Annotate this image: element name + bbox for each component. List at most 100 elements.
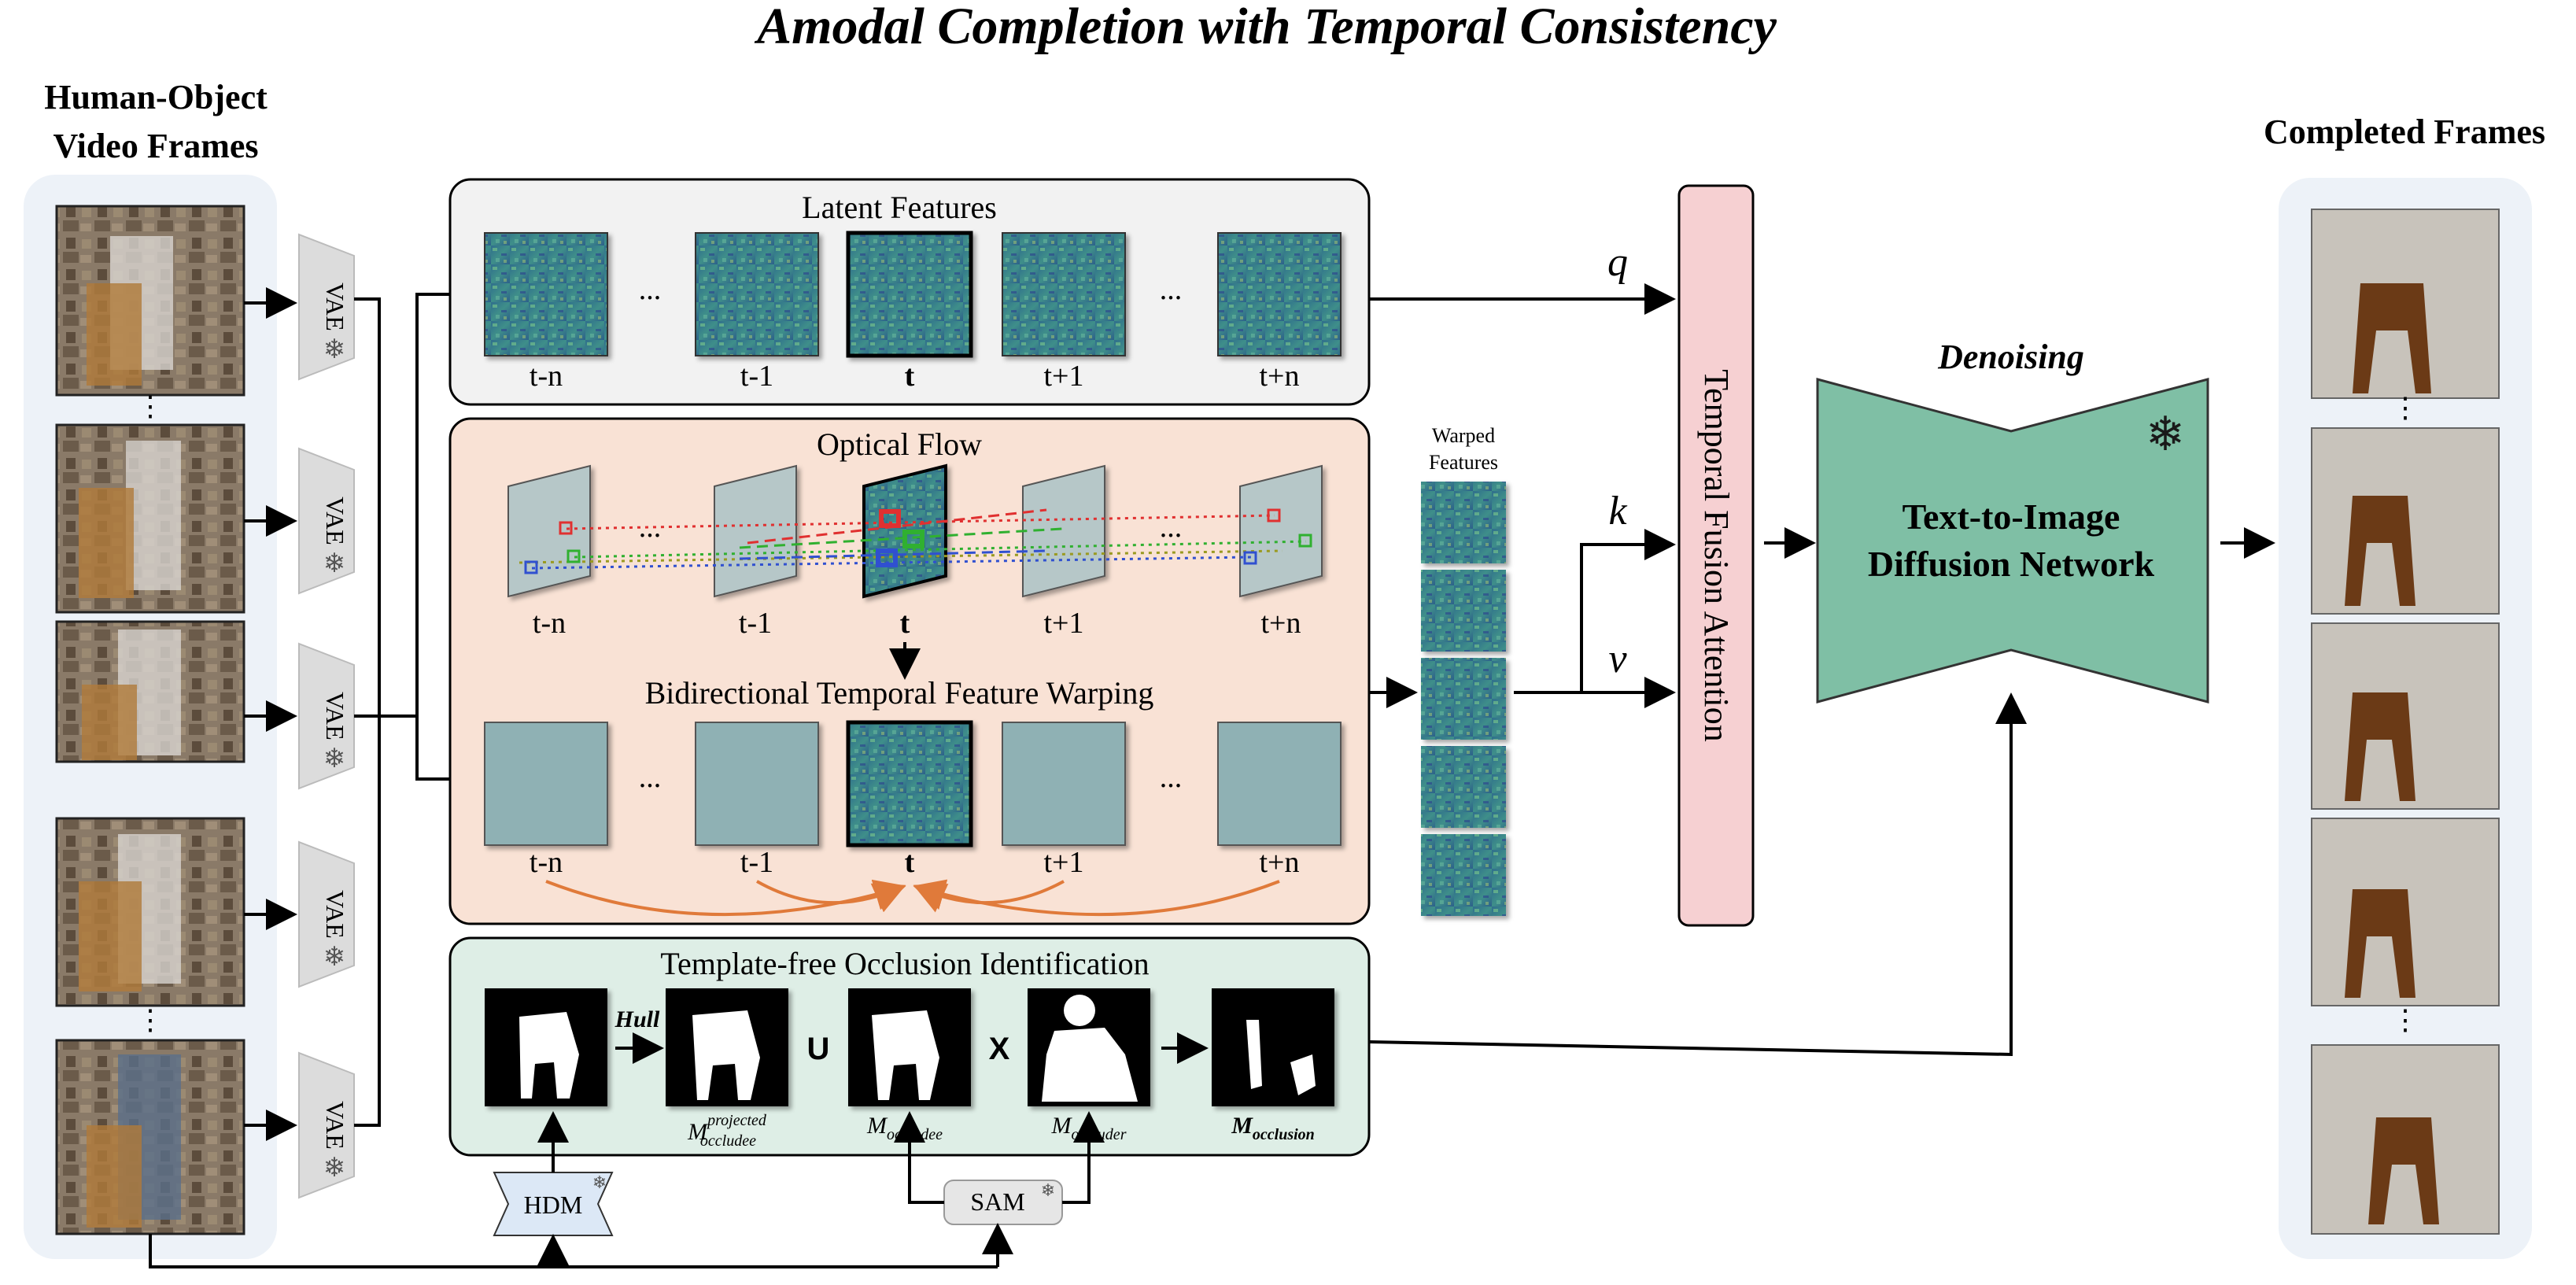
output-ellipsis-2: ⋮ [2391,1004,2419,1036]
flow-correspondences [519,508,1307,570]
input-frame-5 [55,1039,245,1235]
hdm-label: HDM [524,1191,583,1219]
vae-label-3: VAE [321,692,349,740]
optical-label-t: t [900,607,910,640]
flow-frame-t-1 [714,464,797,598]
warp-map-t-1 [695,722,819,846]
warping-ellipsis-1: ... [639,761,662,794]
warping-label-t: t [905,846,915,879]
output-frame-5 [2311,1044,2500,1235]
mask-projected-occludee [666,988,788,1106]
sam-block: SAM ❄ [943,1180,1063,1225]
mask-label-occlusion: Mocclusion [1231,1113,1315,1143]
latent-ellipsis-1: ... [639,273,662,306]
warped-feature-stack [1421,482,1506,916]
output-ellipsis-1: ⋮ [2391,392,2419,423]
latent-map-t-n [484,232,608,356]
input-frame-4 [55,817,245,1007]
times-symbol: X [989,1032,1010,1066]
sam-snowflake: ❄ [1041,1180,1055,1200]
output-label: Completed Frames [2264,113,2545,151]
optical-label-t-1: t-1 [739,607,772,640]
mask-occluder [1028,988,1150,1106]
occlusion-to-diffusion-arrow [1368,692,2027,1057]
q-label: q [1607,240,1628,285]
input-frame-3 [55,620,245,763]
denoising-label: Denoising [1937,338,2084,376]
optical-flow-title: Optical Flow [817,426,982,462]
warping-label-t+n: t+n [1260,846,1300,879]
latent-map-t+n [1217,232,1342,356]
diffusion-snowflake: ❄ [2146,408,2185,460]
vae-snowflake-2: ❄ [323,549,346,578]
hdm-snowflake: ❄ [592,1172,607,1192]
vae-block-4: VAE ❄ [298,840,355,988]
latent-label-t: t [905,360,915,393]
latent-label-t-1: t-1 [740,360,773,393]
output-frame-2 [2311,427,2500,615]
occlusion-masks [485,988,1334,1106]
warping-title: Bidirectional Temporal Feature Warping [645,675,1154,711]
warping-label-t-n: t-n [530,846,563,879]
latent-map-t [846,231,973,358]
hdm-sam-connectors [149,1111,1105,1268]
input-frame-2 [55,423,245,614]
warped-label-line2: Features [1429,451,1498,474]
flow-frame-t+1 [1022,464,1105,598]
diffusion-label-line1: Text-to-Image [1902,497,2120,537]
vae-label-4: VAE [321,890,349,939]
optical-label-t+n: t+n [1261,607,1301,640]
occlusion-title: Template-free Occlusion Identification [660,946,1149,981]
warp-map-t-n [484,722,608,846]
temporal-fusion-block [1677,184,1755,927]
vae-blocks: VAE ❄ VAE ❄ VAE ❄ VAE ❄ VAE ❄ [298,233,355,1199]
input-ellipsis-2: ⋮ [136,1004,164,1036]
input-ellipsis-1: ⋮ [136,390,164,422]
union-symbol: U [807,1032,830,1066]
sam-label: SAM [970,1187,1024,1216]
hdm-block: HDM ❄ [493,1172,614,1236]
vae-label-1: VAE [321,282,349,331]
warping-arcs [545,879,1280,917]
frame-to-vae-arrows [244,287,297,1141]
warped-label-line1: Warped [1432,424,1495,447]
flow-keypoints [524,508,1312,574]
optical-label-t-n: t-n [533,607,566,640]
vae-snowflake-4: ❄ [323,943,346,972]
input-label-line2: Video Frames [53,127,258,165]
latent-features-title: Latent Features [802,190,997,225]
input-label-line1: Human-Object [44,78,268,116]
latent-label-t+n: t+n [1260,360,1300,393]
vae-label-2: VAE [321,497,349,545]
vae-block-2: VAE ❄ [298,447,355,595]
optical-ellipsis-2: ... [1160,511,1183,544]
warp-map-t [846,720,973,847]
vae-snowflake-3: ❄ [323,744,346,774]
mask-occlusion [1212,988,1334,1106]
mask-occludee [848,988,971,1106]
latent-map-t-1 [695,232,819,356]
diagram-title: Amodal Completion with Temporal Consiste… [754,0,1777,55]
vae-block-5: VAE ❄ [298,1051,355,1199]
latent-ellipsis-2: ... [1160,273,1183,306]
hull-label: Hull [614,1006,660,1032]
diffusion-label-line2: Diffusion Network [1868,544,2155,584]
output-frame-1 [2311,209,2500,399]
vae-label-5: VAE [321,1101,349,1150]
k-label: k [1608,489,1627,534]
warping-feature-maps [484,720,1342,847]
vae-snowflake-5: ❄ [323,1154,346,1183]
warping-ellipsis-2: ... [1160,761,1183,794]
optical-label-t+1: t+1 [1044,607,1084,640]
warping-label-t+1: t+1 [1044,846,1084,879]
latent-label-t+1: t+1 [1044,360,1084,393]
vae-block-3: VAE ❄ [298,642,355,790]
qkv-connectors [1369,283,1676,708]
warping-label-t-1: t-1 [740,846,773,879]
diffusion-network-block [1816,378,2209,703]
latent-map-t+1 [1002,232,1126,356]
latent-label-t-n: t-n [530,360,563,393]
